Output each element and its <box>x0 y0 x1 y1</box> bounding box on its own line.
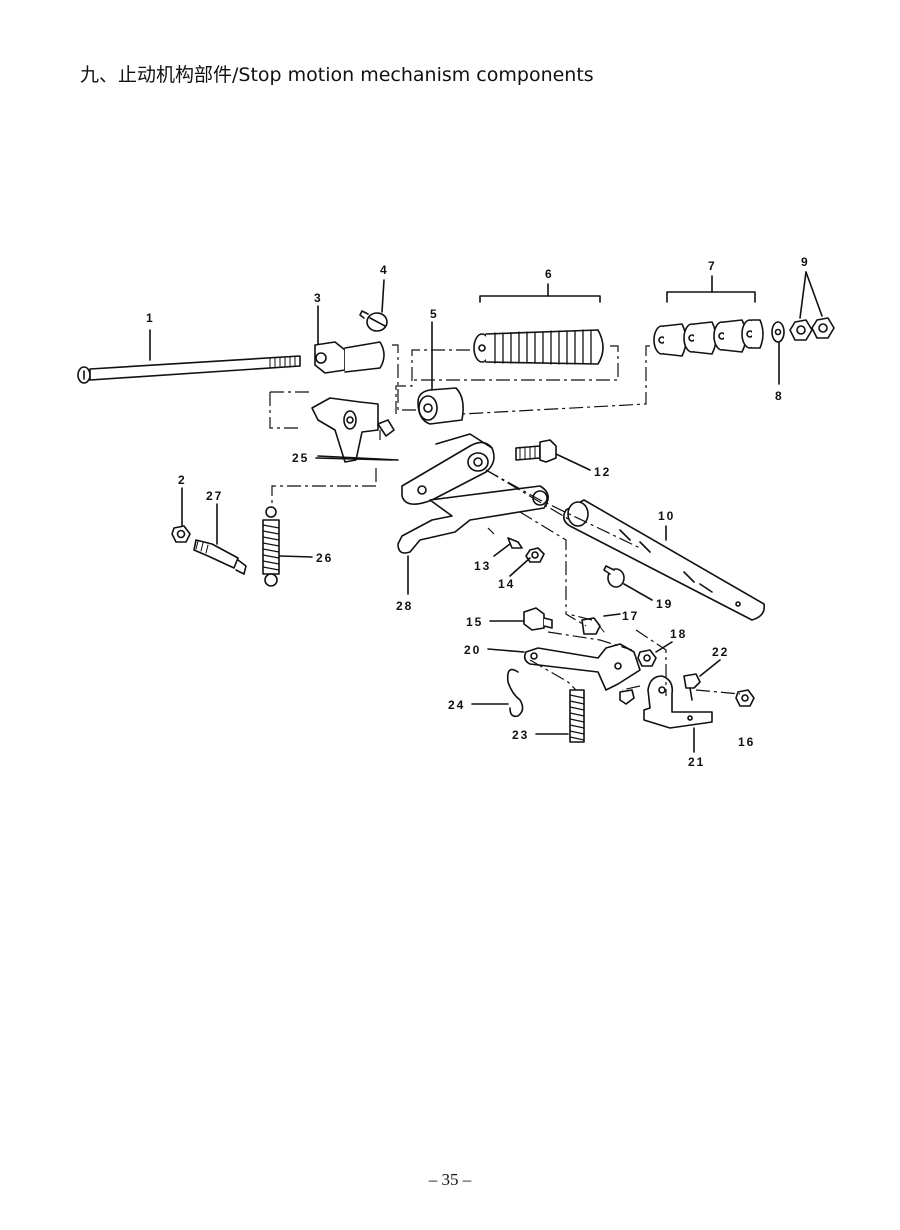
label-part-21: 21 <box>688 755 705 769</box>
label-part-6: 6 <box>545 267 554 281</box>
label-part-3: 3 <box>314 291 323 305</box>
part-9-nuts <box>789 317 835 341</box>
label-part-12: 12 <box>594 465 611 479</box>
label-part-18: 18 <box>670 627 687 641</box>
part-28-lever <box>397 433 549 554</box>
label-part-23: 23 <box>512 728 529 742</box>
label-part-8: 8 <box>775 389 784 403</box>
part-18-nut <box>637 649 657 667</box>
part-1-rod <box>77 355 301 384</box>
label-part-25: 25 <box>292 451 309 465</box>
label-part-5: 5 <box>430 307 439 321</box>
label-part-28: 28 <box>396 599 413 613</box>
part-20-link <box>523 643 641 691</box>
label-part-22: 22 <box>712 645 729 659</box>
label-part-19: 19 <box>656 597 673 611</box>
page-title: 九、止动机构部件/Stop motion mechanism component… <box>80 64 594 86</box>
label-part-15: 15 <box>466 615 483 629</box>
part-2-nut <box>171 525 191 543</box>
part-27-rod <box>193 539 247 575</box>
label-part-17: 17 <box>622 609 639 623</box>
label-part-14: 14 <box>498 577 515 591</box>
part-25-plate <box>311 397 395 463</box>
part-13-screw <box>507 537 523 549</box>
part-24-s-hook <box>506 668 524 718</box>
part-21-bracket <box>643 675 713 729</box>
part-22-screw <box>683 673 701 701</box>
part-15-knob <box>523 607 553 631</box>
label-part-20: 20 <box>464 643 481 657</box>
label-part-24: 24 <box>448 698 465 712</box>
page-number: – 35 – <box>428 1170 472 1189</box>
part-19-knob <box>603 565 625 588</box>
label-part-16: 16 <box>738 735 755 749</box>
part-17-pin <box>581 617 605 635</box>
part-26-spring <box>262 506 280 587</box>
label-part-26: 26 <box>316 551 333 565</box>
label-part-7: 7 <box>708 259 717 273</box>
part-6-spring <box>473 329 604 365</box>
label-part-2: 2 <box>178 473 187 487</box>
label-part-27: 27 <box>206 489 223 503</box>
label-part-10: 10 <box>658 509 675 523</box>
part-12-bolt <box>515 439 557 463</box>
part-4-screw <box>359 310 388 332</box>
part-7-cylinders <box>653 319 764 357</box>
label-part-9: 9 <box>801 255 810 269</box>
label-part-1: 1 <box>146 311 155 325</box>
label-part-13: 13 <box>474 559 491 573</box>
part-8-washer <box>771 321 785 343</box>
part-23-spring <box>569 689 585 743</box>
part-5-bracket <box>417 387 464 425</box>
part-16-nut <box>735 689 755 707</box>
part-3-block <box>314 341 385 374</box>
label-part-4: 4 <box>380 263 389 277</box>
